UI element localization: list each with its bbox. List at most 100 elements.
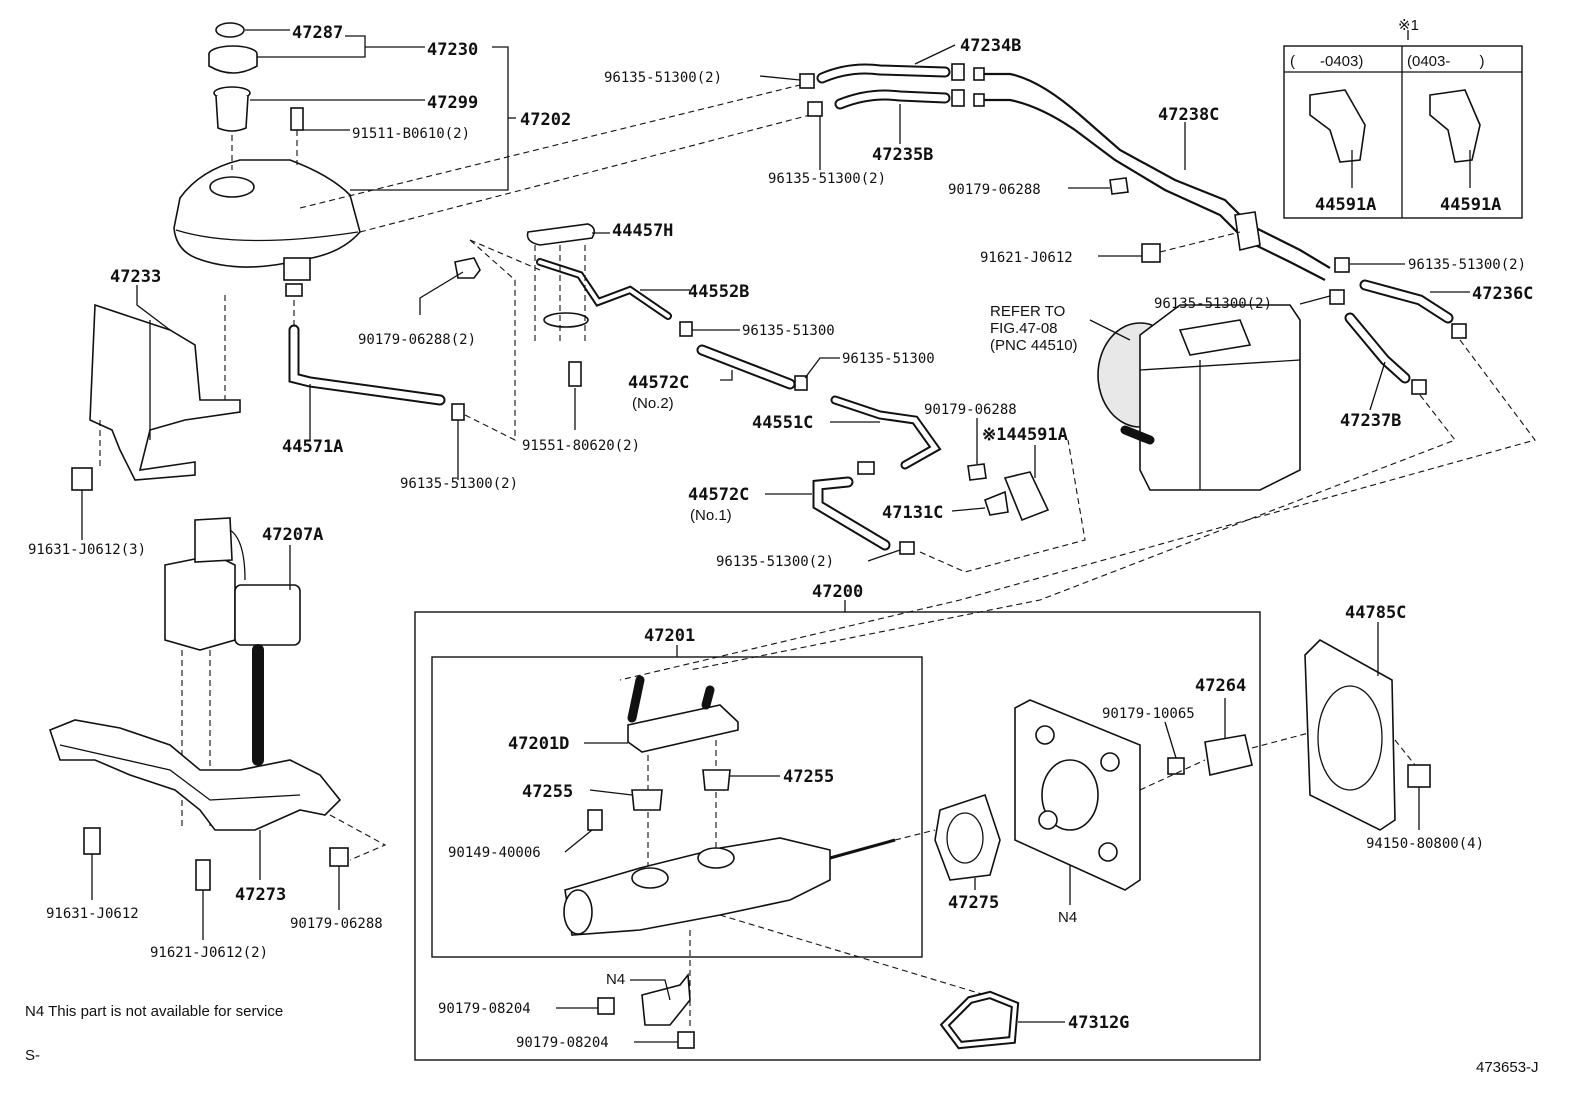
switch-wire	[229, 529, 246, 581]
adapter-47201D	[627, 704, 739, 753]
clamp-47235B	[951, 89, 965, 107]
label-96135-mid1: 96135-51300	[742, 323, 835, 339]
leader-90179-10065	[1164, 721, 1177, 759]
booster-hole-3	[1038, 810, 1058, 830]
hose-47236C-inner	[1361, 281, 1452, 322]
abs-connector	[1178, 319, 1252, 356]
label-44572C-no2: 44572C	[628, 373, 689, 393]
switch-group	[49, 517, 387, 940]
label-91551: 91551-80620(2)	[522, 438, 640, 454]
leader-90149	[564, 829, 593, 853]
label-47201D: 47201D	[508, 734, 569, 754]
inset-frame	[1283, 45, 1523, 219]
leader-90179-06288-2	[419, 271, 464, 315]
booster-plate-center	[1041, 759, 1099, 831]
label-96135-mid2: 96135-51300	[842, 351, 935, 367]
reservoir-filler-neck	[209, 176, 255, 198]
bracket-group-47233	[71, 285, 241, 540]
master-cylinder-end	[563, 889, 593, 935]
label-47230: 47230	[427, 40, 478, 60]
label-47264: 47264	[1195, 676, 1246, 696]
label-47238C: 47238C	[1158, 105, 1219, 125]
pipe-47238C-end-b	[973, 93, 985, 107]
label-144591A: ※144591A	[982, 425, 1068, 445]
switch-47207A	[234, 584, 301, 646]
booster-hole-1	[1035, 725, 1055, 745]
abs-actuator	[1089, 304, 1301, 491]
label-91631: 91631-J0612	[46, 906, 139, 922]
label-90179-08204-b: 90179-08204	[516, 1035, 609, 1051]
nut-90179-06288-c	[1109, 177, 1129, 195]
label-44571A: 44571A	[282, 437, 343, 457]
label-no1: (No.1)	[690, 507, 732, 524]
label-90179-06288-a: 90179-06288	[290, 916, 383, 932]
bolt-91631	[83, 827, 101, 855]
master-cylinder-rod	[829, 838, 896, 860]
label-91511: 91511-B0610(2)	[352, 126, 470, 142]
clamp-96135-r1	[1334, 257, 1350, 273]
bolt-91621	[1141, 243, 1161, 263]
leader-47131C	[951, 507, 986, 512]
clamp-47234B	[951, 63, 965, 81]
label-90149: 90149-40006	[448, 845, 541, 861]
leader-96135-bot	[867, 549, 901, 562]
leader-96135-tl1	[759, 75, 801, 81]
label-47273: 47273	[235, 885, 286, 905]
label-refer1: REFER TO	[990, 303, 1065, 320]
bracket-47233	[89, 303, 241, 481]
reservoir-tank-47202	[173, 159, 361, 268]
leader-44572C-no2	[720, 370, 733, 381]
strainer-47299	[215, 95, 249, 132]
clamp-47237B	[1411, 379, 1427, 395]
pipe-group-47238C	[619, 67, 1536, 681]
booster-hole-4	[1098, 842, 1118, 862]
nut-90179-08204-b	[677, 1031, 695, 1049]
pipe-47238C-clip	[1234, 211, 1261, 251]
adapter-port-l	[627, 675, 645, 723]
hose-47235B-inner	[836, 91, 949, 108]
hose-47234B-inner	[818, 65, 949, 82]
gasket-group-44785C	[1304, 622, 1431, 831]
pipe-47238C-end-a	[973, 67, 985, 81]
clamp-44551C	[857, 461, 875, 475]
clamp-96135-mid1	[679, 321, 693, 337]
dash-rod-gasket	[894, 829, 936, 841]
switch-body	[164, 554, 236, 651]
grommet-44552B	[543, 312, 589, 328]
bolt-91551	[568, 361, 582, 387]
label-44457H: 44457H	[612, 221, 673, 241]
label-91621-2: 91621-J0612(2)	[150, 945, 268, 961]
leader-47233	[136, 285, 171, 331]
pipe-44551C-inner	[832, 397, 939, 468]
note-n4: N4 This part is not available for servic…	[25, 1003, 283, 1020]
gasket-44785C-hole	[1317, 685, 1383, 791]
dash-right-hose-return	[619, 339, 1536, 681]
leader-47202-bracket	[350, 46, 509, 191]
clamp-96135-mid2	[794, 375, 808, 391]
grommet-47255-r	[702, 769, 731, 791]
label-47202: 47202	[520, 110, 571, 130]
clip-47287	[215, 22, 245, 38]
dash-right-hose-return2	[689, 394, 1456, 671]
hose-44572C-no1-inner	[814, 478, 889, 549]
master-cylinder-port-l	[631, 867, 669, 889]
gasket-47275	[934, 793, 1001, 881]
label-refer2: FIG.47-08	[990, 320, 1058, 337]
nut-90179-08204-a	[597, 997, 615, 1015]
leader-96135-mid2	[804, 357, 840, 379]
bracket-44591A-right	[1429, 89, 1481, 163]
label-47299: 47299	[427, 93, 478, 113]
label-47312G: 47312G	[1068, 1013, 1129, 1033]
hose-44572C-no2-inner	[698, 346, 794, 388]
label-47237B: 47237B	[1340, 411, 1401, 431]
label-44591A-left: 44591A	[1315, 195, 1376, 215]
label-star1: ※1	[1398, 17, 1419, 34]
abs-housing	[1139, 304, 1301, 491]
pipe-47312G-inner	[942, 992, 1018, 1048]
label-44572C-no1: 44572C	[688, 485, 749, 505]
bolt-91511	[290, 107, 304, 131]
nut-90179-06288-a	[329, 847, 349, 867]
fitting-47131C	[984, 490, 1009, 516]
cap-47230	[208, 54, 258, 74]
